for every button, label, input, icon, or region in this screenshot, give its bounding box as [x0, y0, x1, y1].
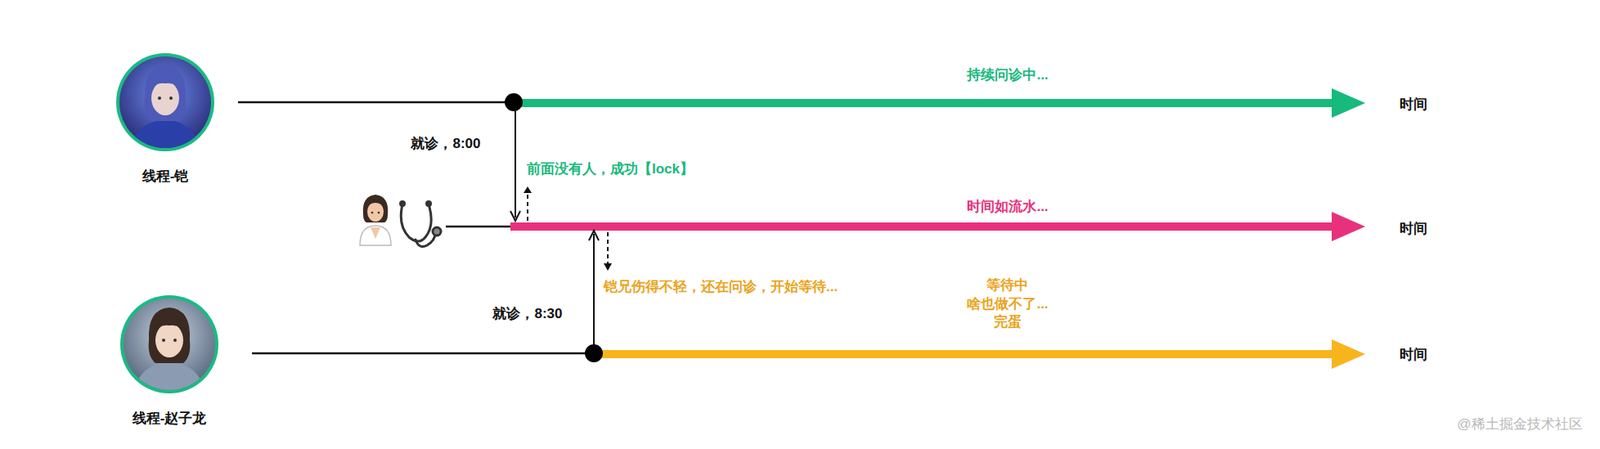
arrow-head — [1331, 88, 1366, 118]
axis-label: 时间 — [1399, 95, 1428, 113]
stethoscope-icon — [400, 202, 442, 248]
thread-name: 线程-铠 — [99, 166, 231, 186]
axis-label: 时间 — [1399, 220, 1428, 238]
event-label: 就诊，8:30 — [492, 305, 562, 323]
axis-label: 时间 — [1399, 346, 1428, 364]
event-dot — [584, 344, 603, 363]
event-label: 就诊，8:00 — [410, 134, 481, 153]
timeline-bar — [510, 222, 1335, 231]
request-arrow — [593, 233, 595, 354]
arrow-head — [1331, 211, 1366, 242]
arrow-head — [588, 230, 599, 241]
event-dot — [504, 93, 523, 112]
watermark: @稀土掘金技术社区 — [1456, 415, 1583, 433]
arrow-head — [1331, 339, 1366, 369]
doctor-line — [445, 225, 511, 229]
thread-avatar: 线程-赵子龙 — [103, 291, 235, 423]
thread-line — [238, 101, 513, 104]
dashed-arrow — [606, 232, 609, 266]
arrow-head — [523, 186, 532, 194]
timeline-bar — [512, 98, 1335, 108]
thread-name: 线程-赵子龙 — [103, 408, 235, 428]
dashed-arrow — [526, 191, 529, 221]
timeline-bar — [593, 350, 1335, 359]
thread-line — [251, 352, 594, 356]
status-note: 铠兄伤得不轻，还在问诊，开始等待... — [603, 278, 838, 296]
status-note: 前面没有人，成功【lock】 — [526, 160, 694, 178]
request-arrow — [514, 102, 517, 218]
avatar-portrait — [112, 49, 219, 156]
thread-avatar: 线程-铠 — [99, 49, 231, 180]
status-note: 持续问诊中... — [966, 66, 1048, 84]
arrow-head — [603, 263, 612, 271]
arrow-head — [510, 211, 521, 221]
status-note: 等待中 啥也做不了... 完蛋 — [957, 276, 1058, 333]
status-note: 时间如流水... — [966, 197, 1048, 216]
avatar-portrait — [116, 291, 223, 398]
doctor-icon — [359, 194, 392, 246]
